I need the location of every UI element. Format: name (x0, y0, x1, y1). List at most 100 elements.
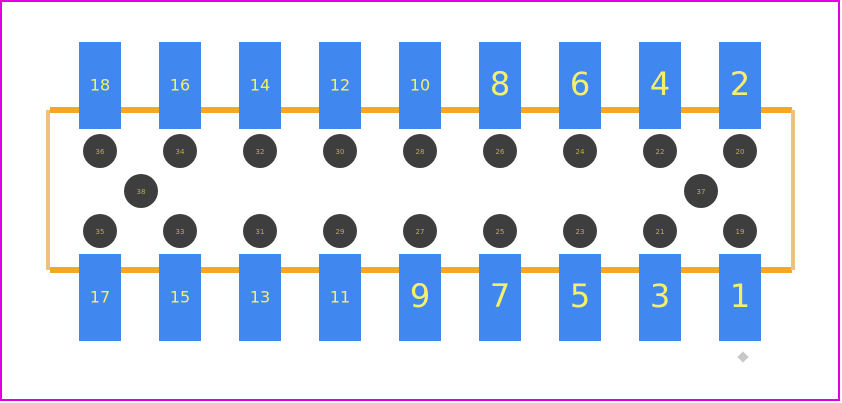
hole-circle (83, 134, 117, 168)
pad-rect (159, 254, 201, 341)
hole-35: 35 (83, 214, 117, 248)
pad-9: 9 (399, 254, 441, 341)
pad-rect (399, 254, 441, 341)
pad-1: 1 (719, 254, 761, 341)
pad-label: 1 (730, 277, 750, 315)
top-pad-row: 18 16 14 12 10 8 6 4 2 (79, 42, 761, 129)
pad-rect (79, 42, 121, 129)
hole-22: 22 (643, 134, 677, 168)
hole-circle (83, 214, 117, 248)
pad-label: 7 (490, 277, 510, 315)
hole-circle (124, 174, 158, 208)
hole-37: 37 (684, 174, 718, 208)
hole-label: 30 (336, 148, 345, 156)
hole-label: 36 (96, 148, 105, 156)
pad-rect (79, 254, 121, 341)
pad-label: 5 (570, 277, 590, 315)
hole-label: 37 (697, 188, 706, 196)
hole-circle (323, 134, 357, 168)
hole-label: 20 (736, 148, 745, 156)
hole-25: 25 (483, 214, 517, 248)
hole-label: 33 (176, 228, 185, 236)
hole-label: 21 (656, 228, 665, 236)
hole-label: 31 (256, 228, 265, 236)
pad-rect (399, 42, 441, 129)
hole-20: 20 (723, 134, 757, 168)
hole-29: 29 (323, 214, 357, 248)
hole-label: 35 (96, 228, 105, 236)
pad-5: 5 (559, 254, 601, 341)
hole-circle (483, 214, 517, 248)
pad-label: 17 (90, 288, 110, 307)
pad-rect (719, 42, 761, 129)
pad-rect (239, 42, 281, 129)
pad-label: 6 (570, 65, 590, 103)
pad-label: 13 (250, 288, 270, 307)
hole-label: 26 (496, 148, 505, 156)
pad-label: 14 (250, 76, 270, 95)
hole-circle (243, 134, 277, 168)
pad-label: 12 (330, 76, 350, 95)
hole-30: 30 (323, 134, 357, 168)
pad-rect (479, 42, 521, 129)
hole-label: 32 (256, 148, 265, 156)
hole-circle (723, 214, 757, 248)
pad-7: 7 (479, 254, 521, 341)
hole-circle (563, 214, 597, 248)
pad-label: 9 (410, 277, 430, 315)
pad-rect (639, 42, 681, 129)
hole-26: 26 (483, 134, 517, 168)
pad-15: 15 (159, 254, 201, 341)
hole-33: 33 (163, 214, 197, 248)
pad-rect (479, 254, 521, 341)
hole-label: 22 (656, 148, 665, 156)
hole-circle (323, 214, 357, 248)
pad-label: 15 (170, 288, 190, 307)
pad-3: 3 (639, 254, 681, 341)
pad-2: 2 (719, 42, 761, 129)
pad-8: 8 (479, 42, 521, 129)
hole-label: 24 (576, 148, 585, 156)
pad-rect (319, 254, 361, 341)
pad-label: 8 (490, 65, 510, 103)
hole-circle (163, 214, 197, 248)
pad-13: 13 (239, 254, 281, 341)
hole-label: 25 (496, 228, 505, 236)
hole-circle (483, 134, 517, 168)
pad-12: 12 (319, 42, 361, 129)
hole-23: 23 (563, 214, 597, 248)
pad-label: 11 (330, 288, 350, 307)
hole-27: 27 (403, 214, 437, 248)
pad-rect (319, 42, 361, 129)
pad-label: 16 (170, 76, 190, 95)
pad-18: 18 (79, 42, 121, 129)
pad-rect (559, 254, 601, 341)
hole-21: 21 (643, 214, 677, 248)
hole-19: 19 (723, 214, 757, 248)
pad-4: 4 (639, 42, 681, 129)
pad-label: 2 (730, 65, 750, 103)
hole-32: 32 (243, 134, 277, 168)
hole-circle (684, 174, 718, 208)
hole-label: 23 (576, 228, 585, 236)
pad-16: 16 (159, 42, 201, 129)
hole-34: 34 (163, 134, 197, 168)
hole-circle (563, 134, 597, 168)
hole-24: 24 (563, 134, 597, 168)
hole-28: 28 (403, 134, 437, 168)
hole-31: 31 (243, 214, 277, 248)
hole-label: 28 (416, 148, 425, 156)
pad-rect (559, 42, 601, 129)
hole-circle (643, 214, 677, 248)
pad-rect (239, 254, 281, 341)
pad-label: 10 (410, 76, 430, 95)
pad-17: 17 (79, 254, 121, 341)
hole-circle (243, 214, 277, 248)
hole-label: 27 (416, 228, 425, 236)
pad-10: 10 (399, 42, 441, 129)
hole-circle (723, 134, 757, 168)
hole-circle (403, 134, 437, 168)
